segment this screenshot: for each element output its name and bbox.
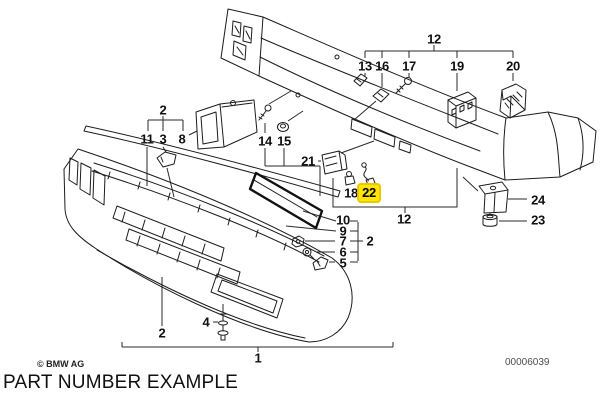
callout-6[interactable]: 6 [339, 244, 347, 260]
fastener-glyphs [156, 73, 527, 341]
air-duct-part-8 [195, 99, 258, 150]
callout-7[interactable]: 7 [339, 233, 347, 249]
callout-8[interactable]: 8 [178, 131, 186, 147]
callout-16[interactable]: 16 [375, 58, 389, 74]
callout-11[interactable]: 11 [140, 131, 154, 147]
callout-2-lower-group[interactable]: 2 [158, 325, 166, 341]
nut-part-7 [291, 235, 305, 248]
callout-1[interactable]: 1 [254, 350, 262, 366]
callout-9[interactable]: 9 [339, 223, 347, 239]
grille-trim-drawing [248, 171, 324, 230]
callout-13[interactable]: 13 [358, 58, 372, 74]
drawing-number: 00006039 [505, 357, 550, 368]
callout-18[interactable]: 18 [344, 185, 358, 201]
callout-22-highlighted[interactable]: 22 [357, 183, 381, 203]
callout-2-mid-group[interactable]: 2 [366, 233, 374, 249]
callout-19[interactable]: 19 [450, 58, 464, 74]
copyright-text: © BMW AG [37, 359, 85, 369]
page-caption: PART NUMBER EXAMPLE [3, 372, 239, 393]
screw-part-4 [217, 313, 229, 341]
clip-part-16 [372, 88, 390, 103]
callout-12-lower[interactable]: 12 [397, 211, 411, 227]
callout-21[interactable]: 21 [301, 153, 315, 169]
upper-bumper-drawing [220, 8, 597, 181]
callout-12-upper[interactable]: 12 [427, 31, 441, 47]
callout-4[interactable]: 4 [202, 314, 210, 330]
callout-24[interactable]: 24 [531, 192, 545, 208]
grommet-part-23 [482, 213, 498, 227]
angle-bracket-part-24 [478, 181, 509, 214]
clip-part-13 [353, 73, 368, 87]
bracket-part-19 [447, 91, 477, 129]
screw-part-14 [258, 104, 272, 121]
callout-15[interactable]: 15 [277, 133, 291, 149]
callout-10[interactable]: 10 [336, 212, 350, 228]
bracket-part-21 [321, 150, 348, 175]
grommet-part-15 [277, 122, 289, 132]
clip-part-3 [156, 151, 177, 168]
callout-20[interactable]: 20 [506, 58, 520, 74]
wire-clip-part-22 [361, 162, 376, 186]
front-spoiler-drawing [63, 148, 353, 343]
callout-5[interactable]: 5 [339, 255, 347, 271]
callout-23[interactable]: 23 [531, 212, 545, 228]
clip-part-5 [312, 256, 329, 271]
clip-part-18 [344, 171, 356, 186]
callout-14[interactable]: 14 [258, 133, 272, 149]
callout-17[interactable]: 17 [402, 58, 416, 74]
molding-strip-drawing [83, 125, 341, 198]
grommet-part-6 [302, 247, 315, 260]
screw-part-17 [395, 77, 412, 94]
callout-2-grille-group[interactable]: 2 [159, 102, 167, 118]
callout-3[interactable]: 3 [159, 131, 167, 147]
bracket-part-20 [499, 83, 527, 119]
leader-lines [121, 45, 527, 352]
